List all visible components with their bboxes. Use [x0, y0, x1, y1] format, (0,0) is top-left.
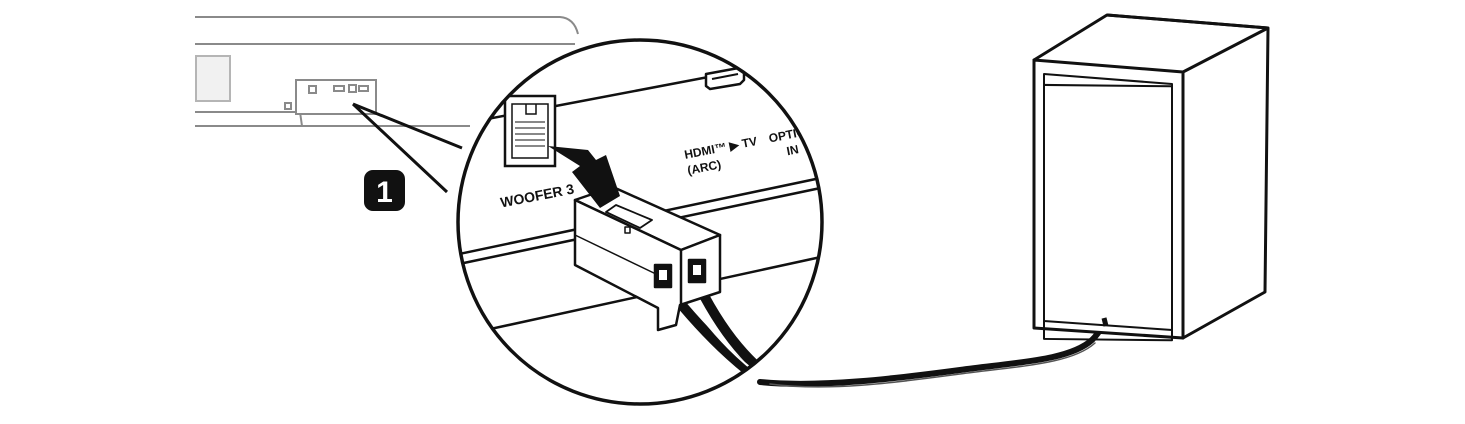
connector-plug [573, 185, 722, 332]
step-number: 1 [376, 176, 393, 209]
hdmi-label-line2: (ARC) [686, 157, 722, 177]
step-badge: 1 [364, 170, 405, 211]
optical-label-line2: IN [785, 142, 799, 158]
zoom-detail: WOOFER 3 HDMI™ ▶ TV (ARC) OPTIC IN [458, 40, 822, 404]
subwoofer-cable-end [1101, 317, 1109, 327]
subwoofer [1032, 13, 1270, 342]
callout-pointer [351, 102, 463, 194]
woofer-port [503, 94, 557, 168]
arrow-icon [548, 146, 620, 208]
zoom-callout [456, 38, 824, 406]
